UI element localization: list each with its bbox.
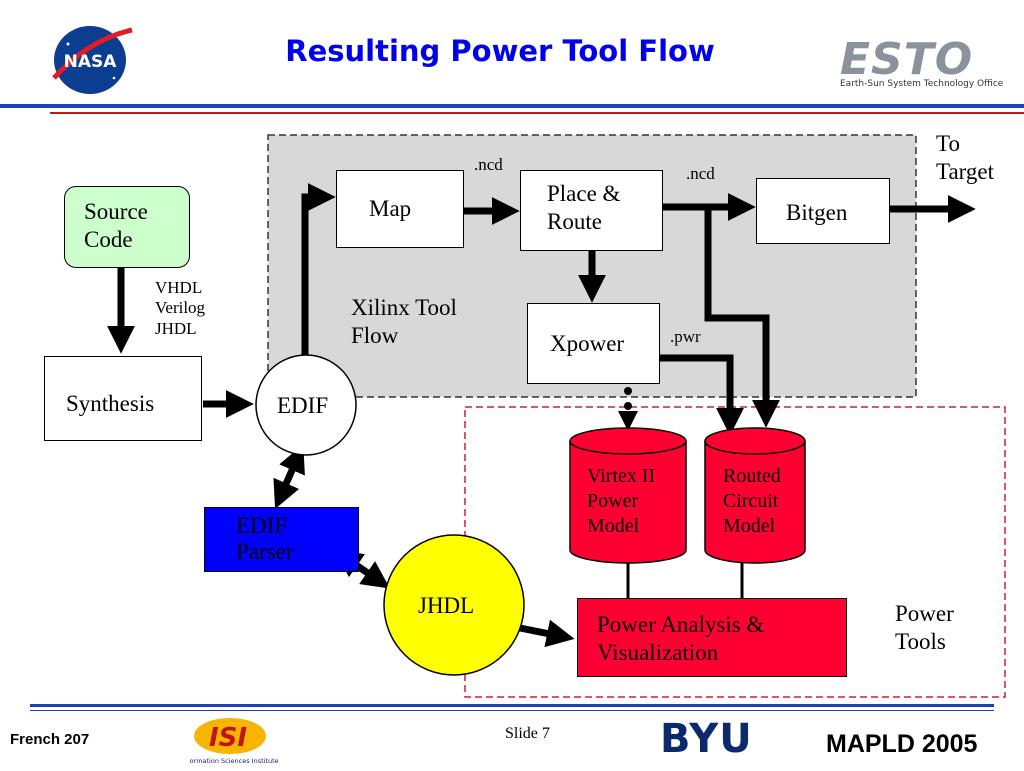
map-box <box>336 170 464 248</box>
synthesis-box <box>44 356 202 441</box>
place-route-box <box>520 170 663 251</box>
source-code-label: Source Code <box>84 199 148 252</box>
synthesis-label: Synthesis <box>66 391 155 416</box>
footer-author: French 207 <box>10 731 90 748</box>
xilinx-flow-label: Xilinx Tool Flow <box>351 295 457 348</box>
esto-subtitle: Earth-Sun System Technology Office <box>840 79 1004 89</box>
virtex-cylinder <box>569 427 687 564</box>
jhdl-label: JHDL <box>418 593 475 618</box>
arrow-ncd-routed <box>704 207 780 428</box>
place-route-label: Place & Route <box>547 181 621 234</box>
bitgen-label: Bitgen <box>786 200 848 225</box>
routed-model-label: Routed Circuit Model <box>723 465 781 537</box>
arrow-pwr-routed <box>660 354 744 436</box>
esto-logo-text: ESTO <box>840 34 974 85</box>
pwr-label: .pwr <box>670 327 701 346</box>
footer-conference: MAPLD 2005 <box>826 730 978 758</box>
ncd-label-1: .ncd <box>474 155 503 174</box>
power-tools-region <box>464 406 1006 698</box>
edif-parser-label: EDIF Parser <box>236 513 294 565</box>
bitgen-box <box>756 178 890 244</box>
esto-logo: ESTO Earth-Sun System Technology Office <box>840 34 1003 89</box>
arrow-edif-map <box>301 183 336 356</box>
header-rule-red <box>50 112 1024 114</box>
arrow-jhdl-analysis <box>519 619 575 648</box>
nasa-logo-text: NASA <box>64 52 118 72</box>
edif-label: EDIF <box>277 393 329 418</box>
isi-logo-text: ISI <box>209 723 247 753</box>
xpower-label: Xpower <box>550 331 625 356</box>
edif-circle <box>255 354 357 456</box>
power-analysis-box <box>577 598 847 677</box>
edif-parser-box <box>204 507 359 572</box>
footer-rule-thin <box>30 710 994 711</box>
isi-logo-subtitle: Information Sciences Institute <box>190 757 279 765</box>
ncd-label-2: .ncd <box>686 164 715 183</box>
dot-2 <box>624 387 632 395</box>
dot-3 <box>624 402 632 410</box>
jhdl-circle <box>383 534 525 676</box>
source-code-box <box>64 186 190 268</box>
header-rule-blue <box>0 104 1024 108</box>
page-title: Resulting Power Tool Flow <box>285 34 715 68</box>
to-target-label: To Target <box>936 131 994 184</box>
nasa-logo: NASA <box>48 20 138 105</box>
languages-label: VHDL Verilog JHDL <box>155 278 206 338</box>
virtex-model-label: Virtex II Power Model <box>587 465 656 537</box>
byu-logo: BYU <box>660 716 753 762</box>
footer-rule-blue <box>30 704 994 707</box>
xpower-box <box>527 303 660 384</box>
arrow-edif-parser <box>273 444 305 509</box>
routed-cylinder <box>704 427 806 564</box>
map-label: Map <box>369 196 412 221</box>
slide-number: Slide 7 <box>505 725 550 742</box>
power-analysis-label: Power Analysis & Visualization <box>597 612 765 665</box>
power-tools-label: Power Tools <box>895 601 954 654</box>
isi-logo: ISI Information Sciences Institute <box>181 714 280 771</box>
